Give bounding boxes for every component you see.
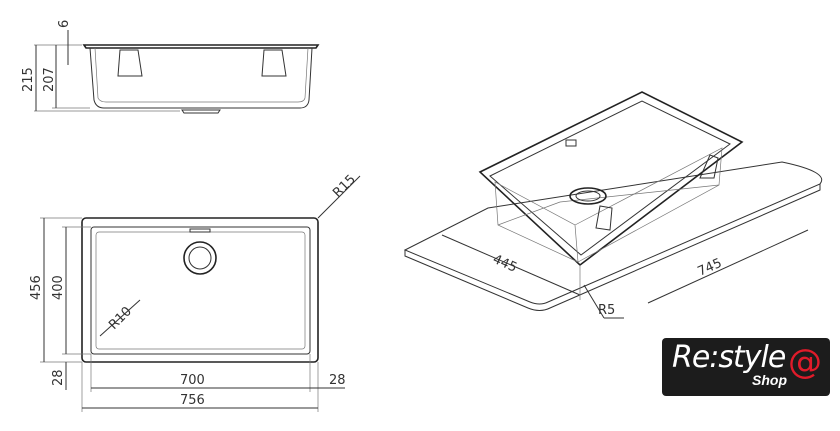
restyle-shop-logo: Re:style Shop @ — [662, 338, 830, 396]
dim-margin-left: 28 — [51, 369, 66, 386]
logo-brand: Re:style — [672, 340, 786, 375]
dim-inner-width: 700 — [180, 373, 205, 388]
side-view: 6 215 207 — [21, 20, 320, 114]
dim-outer-height: 456 — [29, 275, 44, 300]
iso-view: 445 745 R5 — [403, 91, 823, 319]
dim-margin-right: 28 — [329, 373, 346, 388]
dim-flange: 6 — [57, 20, 72, 28]
logo-sub: Shop — [752, 372, 787, 388]
dim-outer-radius: R15 — [330, 172, 359, 201]
dim-depth: 445 — [490, 252, 519, 276]
dim-outer-width: 756 — [180, 393, 205, 408]
dim-corner-radius: R5 — [598, 303, 615, 318]
dim-inner-height: 400 — [51, 275, 66, 300]
logo-cart-icon: @ — [788, 342, 822, 382]
dim-total-height: 215 — [21, 67, 36, 92]
top-view: 456 400 28 700 28 756 R10 R15 — [29, 172, 361, 412]
dim-width: 745 — [696, 256, 725, 280]
dim-bowl-height: 207 — [42, 67, 57, 92]
